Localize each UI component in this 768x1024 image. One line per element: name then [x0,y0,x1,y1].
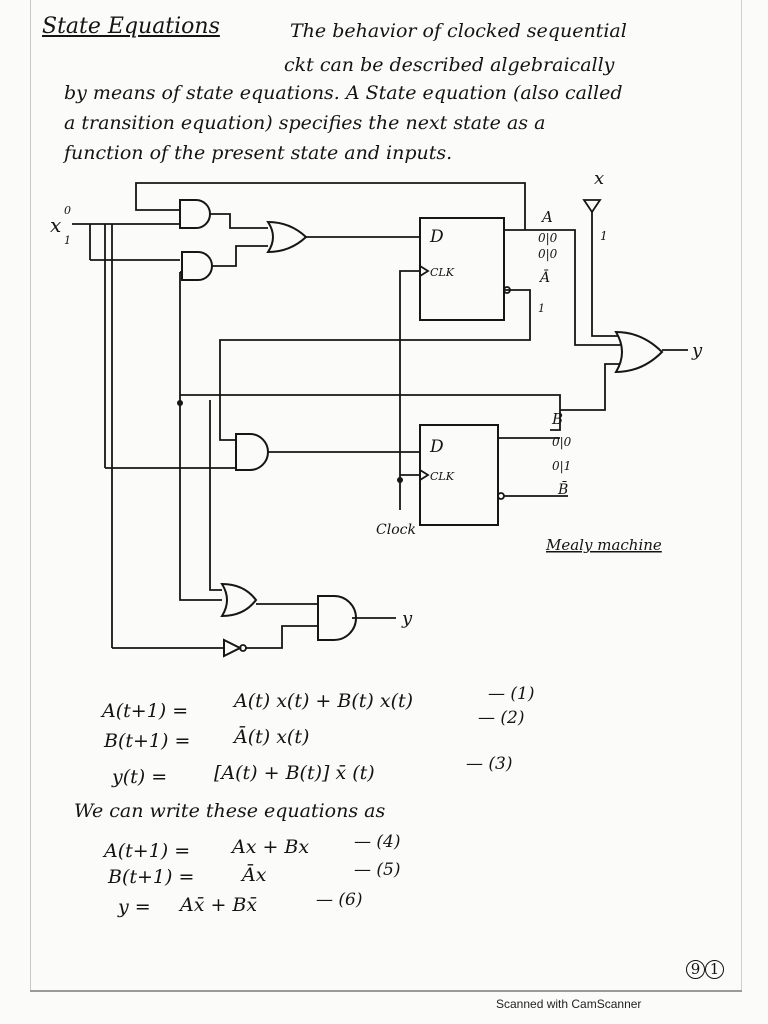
flip-flop-B [419,424,499,526]
label-B-bar: B̄ [557,480,568,498]
intro-line-3: by means of state equations. A State equ… [64,82,623,104]
and-gate-1 [179,199,211,229]
eq1-num: — (1) [488,684,535,704]
eq6-num: — (6) [316,890,363,910]
eq6-lhs: y = [118,896,151,918]
or-gate-2 [220,582,258,618]
input-x-left-label: x [50,213,61,237]
margin-rule-right [741,0,742,990]
input-x-right-value: 1 [600,229,608,243]
ff-B-clk-label: CLK [430,470,455,483]
ff-B-d-label: D [429,437,444,457]
label-A: A [540,208,553,226]
eq5-lhs: B(t+1) = [108,866,195,888]
intro-line-2: ckt can be described algebraically [284,54,615,76]
eq4-lhs: A(t+1) = [104,840,191,862]
or-gate-1 [266,220,308,254]
a-values-2: 0|0 [538,247,558,261]
eq1-rhs: A(t) x(t) + B(t) x(t) [234,690,414,712]
label-A-bar: Ā [538,268,550,286]
eq5-rhs: Āx [242,864,267,886]
b-values-2: 0|1 [552,459,571,473]
eq6-rhs: Ax̄ + Bx̄ [180,894,258,916]
eq4-num: — (4) [354,832,401,852]
wire-Abar-to-and3 [219,289,531,441]
input-x-left-value-0: 0 [64,204,71,217]
wire-B-feedback [179,272,561,431]
eq2-lhs: B(t+1) = [104,730,191,752]
intro-line-1: The behavior of clocked sequential [290,20,627,42]
eq1-lhs: A(t+1) = [102,700,189,722]
flip-flop-A [419,217,505,321]
scanner-footer: Scanned with CamScanner [496,997,642,1011]
intro-line-5: function of the present state and inputs… [64,142,453,164]
eq3-lhs: y(t) = [112,766,168,788]
margin-rule-left [30,0,31,990]
ff-B-qbar-bubble [497,492,505,500]
and-gate-2 [181,251,213,281]
eq3-rhs: [A(t) + B(t)] x̄ (t) [214,762,375,784]
not-gate [223,638,243,658]
eq5-num: — (5) [354,860,401,880]
and-gate-3 [235,433,269,471]
and-gate-4 [317,595,357,641]
b-values-1: 0|0 [552,435,572,449]
wire-B-to-or2 [179,395,222,601]
clock-label: Clock [376,522,416,538]
output-y-bottom: y [401,608,413,629]
or-gate-right [614,330,664,374]
output-y-right: y [691,340,703,361]
a-bar-value: 1 [538,302,545,315]
input-x-right-label: x [594,168,604,189]
machine-label: Mealy machine [545,536,662,554]
page-bottom-edge [30,990,742,992]
intro-line-4: a transition equation) specifies the nex… [64,112,546,134]
wire-x-to-or-right [591,212,626,337]
ff-A-clk-label: CLK [430,266,455,279]
circuit-diagram: x 0 1 D CLK [50,168,703,658]
eq3-num: — (3) [466,754,513,774]
input-x-right-arrow [582,199,602,214]
wire-A-feedback [135,182,526,230]
a-values-1: 0|0 [538,231,558,245]
wire-A-to-or2 [209,400,222,591]
input-x-left-value-1: 1 [64,234,71,247]
eq4-rhs: Ax + Bx [232,836,310,858]
eq2-num: — (2) [478,708,525,728]
ff-A-qbar-bubble [503,286,511,294]
wire-clock-A [399,270,420,510]
page-title: State Equations [42,14,220,39]
eq2-rhs: Ā(t) x(t) [234,726,310,748]
bridge-text: We can write these equations as [74,800,386,822]
label-B: B [551,410,563,428]
ff-A-d-label: D [429,227,444,247]
